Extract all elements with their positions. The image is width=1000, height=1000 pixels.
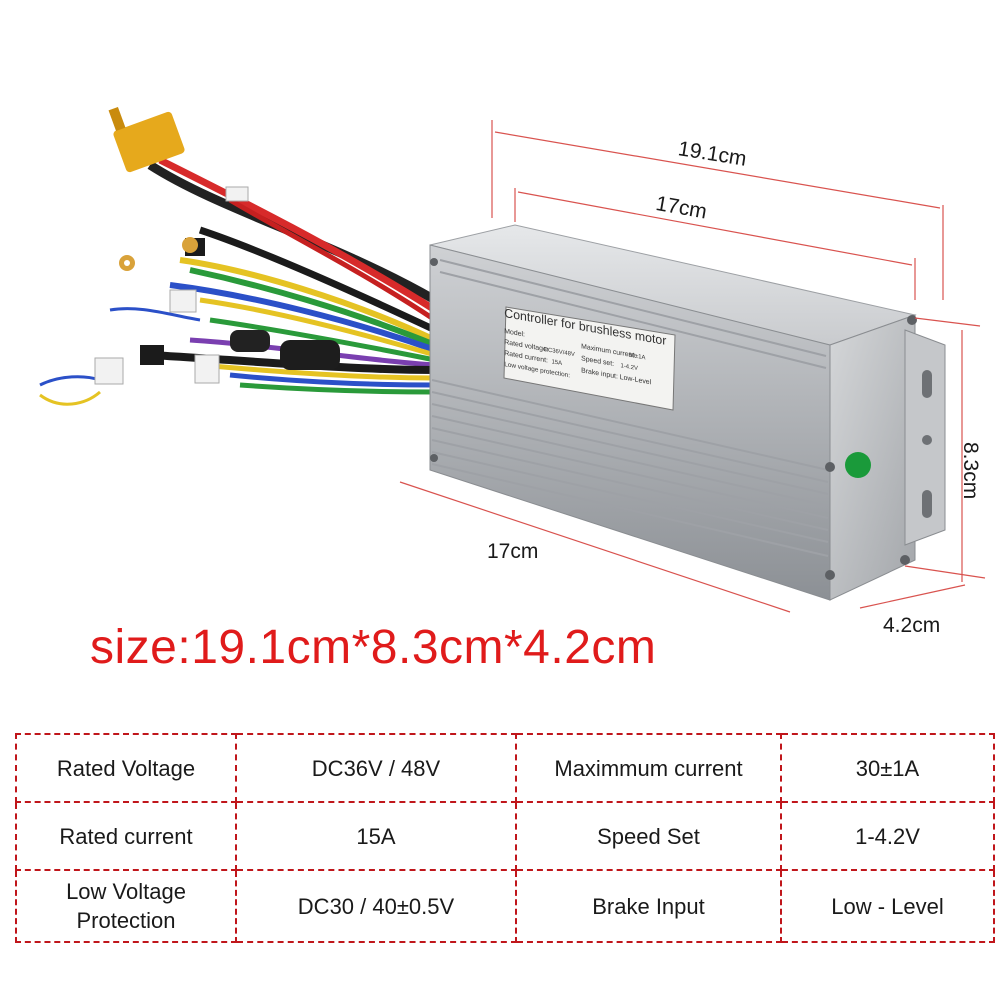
spec-value: DC30 / 40±0.5V — [236, 870, 517, 943]
spec-label-line: Low Voltage — [66, 879, 186, 904]
spec-value: 15A — [236, 802, 517, 871]
dimension-length-bottom: 17cm — [487, 540, 538, 563]
spec-label: Speed Set — [516, 802, 782, 871]
spec-table: Rated Voltage DC36V / 48V Maximmum curre… — [15, 733, 995, 943]
yellow-power-connector — [108, 106, 185, 173]
size-caption: size:19.1cm*8.3cm*4.2cm — [90, 621, 657, 674]
dimension-width: 4.2cm — [883, 614, 940, 637]
nameplate — [503, 306, 676, 411]
spec-label: Low Voltage Protection — [15, 870, 237, 943]
spec-row: Low Voltage Protection DC30 / 40±0.5V Br… — [15, 870, 995, 943]
spec-value: Low - Level — [781, 870, 995, 943]
spec-label: Maximmum current — [516, 733, 782, 803]
controller-product-photo: Controller for brushless motor Model: Ra… — [39, 106, 986, 637]
nameplate-max-current-value: 30±1A — [628, 352, 645, 361]
nameplate-rated-current-value: 15A — [552, 359, 562, 367]
wire-bundle — [39, 156, 438, 406]
spec-value: DC36V / 48V — [236, 733, 517, 803]
spec-label: Rated Voltage — [15, 733, 237, 803]
white-connectors — [94, 186, 249, 385]
spec-value: 30±1A — [781, 733, 995, 803]
spec-row: Rated Voltage DC36V / 48V Maximmum curre… — [15, 733, 995, 803]
dimension-length-outer: 19.1cm — [677, 137, 749, 170]
spec-label: Rated current — [15, 802, 237, 871]
nameplate-rated-voltage-value: DC36V/48V — [544, 347, 575, 358]
spec-label-line: Protection — [76, 908, 176, 933]
qc-sticker-icon — [845, 452, 871, 478]
nameplate-model: Model: — [504, 328, 525, 339]
dimension-height: 8.3cm — [959, 442, 982, 499]
controller-housing: Controller for brushless motor Model: Ra… — [429, 224, 946, 601]
nameplate-speed-set-value: 1-4.2V — [621, 363, 638, 372]
spec-label: Brake Input — [516, 870, 782, 943]
spec-row: Rated current 15A Speed Set 1-4.2V — [15, 802, 995, 871]
spec-value: 1-4.2V — [781, 802, 995, 871]
dimension-lines — [399, 120, 986, 613]
